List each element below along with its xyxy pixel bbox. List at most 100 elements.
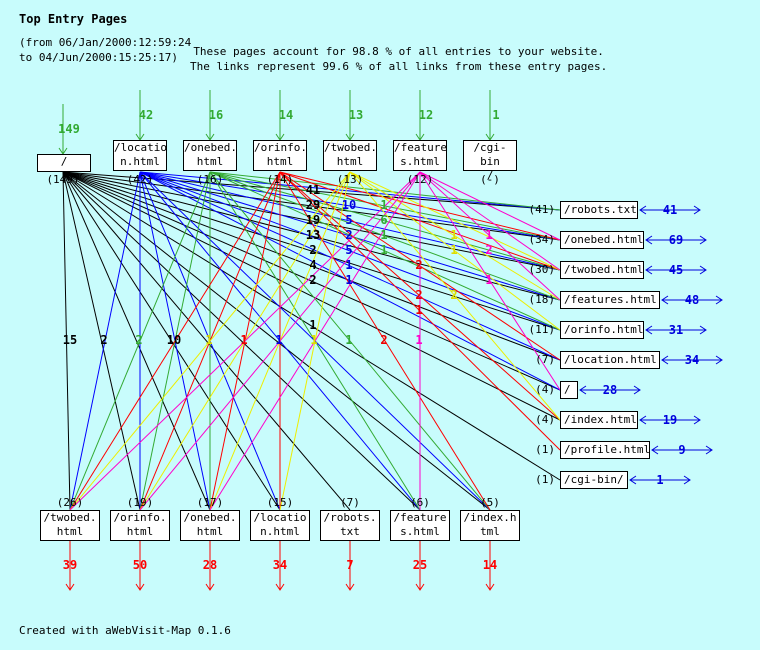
exit-count-label: 31 (668, 323, 684, 337)
bottom-node-count: (26) (56, 496, 84, 509)
link-count-label: 2 (100, 333, 108, 347)
entry-count-label: 1 (492, 108, 500, 122)
exit-page-node[interactable]: /profile.html (560, 441, 650, 459)
link-line (62, 171, 421, 511)
link-line (69, 171, 141, 511)
node-label: html (336, 155, 364, 168)
exit-count-label: 69 (668, 233, 684, 247)
date-range: (from 06/Jan/2000:12:59:24 to 04/Jun/200… (19, 35, 191, 65)
exit-page-node[interactable]: /robots.txt (560, 201, 638, 219)
exit-page-node[interactable]: /cgi-bin/ (560, 471, 628, 489)
link-line (209, 171, 421, 511)
bottom-page-node[interactable]: /twobed.html (40, 510, 100, 541)
exit-count-label: 28 (202, 558, 218, 572)
entry-count-label: 16 (208, 108, 224, 122)
exit-node-count: (18) (528, 293, 556, 306)
exit-node-count: (34) (528, 233, 556, 246)
link-count-label: 6 (380, 213, 388, 227)
range-start: (from 06/Jan/2000:12:59:24 (19, 36, 192, 49)
bottom-node-count: (7) (340, 496, 360, 509)
entry-count-label: 14 (278, 108, 294, 122)
exit-node-count: (1) (535, 473, 555, 486)
bottom-node-count: (6) (410, 496, 430, 509)
entry-page-node[interactable]: /twobed.html (323, 140, 377, 171)
entry-node-count: (14) (266, 173, 294, 186)
entry-page-node[interactable]: /cgi-bin/ (463, 140, 517, 182)
entry-page-node[interactable]: /orinfo.html (253, 140, 307, 171)
link-count-label: 2 (485, 243, 493, 257)
exit-page-node[interactable]: /twobed.html (560, 261, 644, 279)
link-count-label: 2 (309, 273, 317, 287)
node-label: n.html (120, 155, 160, 168)
link-count-label: 2 (415, 258, 423, 272)
link-line (62, 171, 281, 511)
arrowhead-icon (693, 205, 701, 215)
summary: These pages account for 98.8 % of all en… (190, 44, 607, 74)
link-line (69, 171, 211, 511)
exit-page-node[interactable]: /onebed.html (560, 231, 644, 249)
exit-node-count: (4) (535, 413, 555, 426)
bottom-page-node[interactable]: /orinfo.html (110, 510, 170, 541)
link-count-label: 1 (310, 333, 318, 347)
arrowhead-icon (651, 445, 659, 455)
exit-page-node[interactable]: /location.html (560, 351, 660, 369)
link-line (62, 171, 351, 511)
arrowhead-icon (633, 385, 641, 395)
bottom-page-node[interactable]: /robots.txt (320, 510, 380, 541)
link-count-label: 1 (345, 258, 353, 272)
arrowhead-icon (639, 415, 647, 425)
exit-node-count: (7) (535, 353, 555, 366)
entry-node-count: (-) (480, 173, 500, 186)
link-count-label: 1 (450, 243, 458, 257)
link-count-label: 5 (345, 243, 353, 257)
summary-entries: These pages account for 98.8 % of all en… (193, 45, 604, 58)
summary-links: The links represent 99.6 % of all links … (190, 60, 608, 73)
link-count-label: 1 (415, 303, 423, 317)
exit-page-node[interactable]: /orinfo.html (560, 321, 644, 339)
bottom-page-node[interactable]: /onebed.html (180, 510, 240, 541)
arrowhead-icon (275, 583, 285, 591)
link-count-label: 4 (309, 258, 317, 272)
link-line (209, 171, 561, 211)
exit-count-label: 25 (412, 558, 428, 572)
link-line (62, 171, 71, 511)
exit-page-node[interactable]: /index.html (560, 411, 638, 429)
link-count-label: 1 (240, 333, 248, 347)
node-label: /locatio (253, 511, 307, 524)
link-count-label: 2 (135, 333, 143, 347)
exit-page-node[interactable]: /features.html (560, 291, 660, 309)
arrowhead-icon (661, 355, 669, 365)
link-line (209, 171, 561, 271)
node-label: txt (340, 525, 360, 538)
link-line (62, 171, 561, 241)
bottom-node-count: (15) (266, 496, 294, 509)
exit-count-label: 28 (602, 383, 618, 397)
entry-page-node[interactable]: /onebed.html (183, 140, 237, 171)
link-count-label: 1 (309, 318, 317, 332)
arrowhead-icon (645, 235, 653, 245)
link-count-label: 2 (380, 333, 388, 347)
exit-page-node[interactable]: / (560, 381, 578, 399)
node-label: html (266, 155, 294, 168)
arrowhead-icon (645, 325, 653, 335)
link-line (419, 171, 561, 241)
link-line (139, 171, 421, 511)
link-line (349, 171, 561, 271)
exit-count-label: 41 (662, 203, 678, 217)
node-label: /feature (393, 511, 447, 524)
node-label: html (126, 525, 154, 538)
entry-node-count: (42) (126, 173, 154, 186)
link-count-label: 1 (485, 228, 493, 242)
node-label: /onebed. (183, 511, 237, 524)
entry-page-node[interactable]: / (37, 154, 91, 172)
exit-count-label: 19 (662, 413, 678, 427)
arrowhead-icon (683, 475, 691, 485)
arrowhead-icon (699, 265, 707, 275)
exit-count-label: 45 (668, 263, 684, 277)
